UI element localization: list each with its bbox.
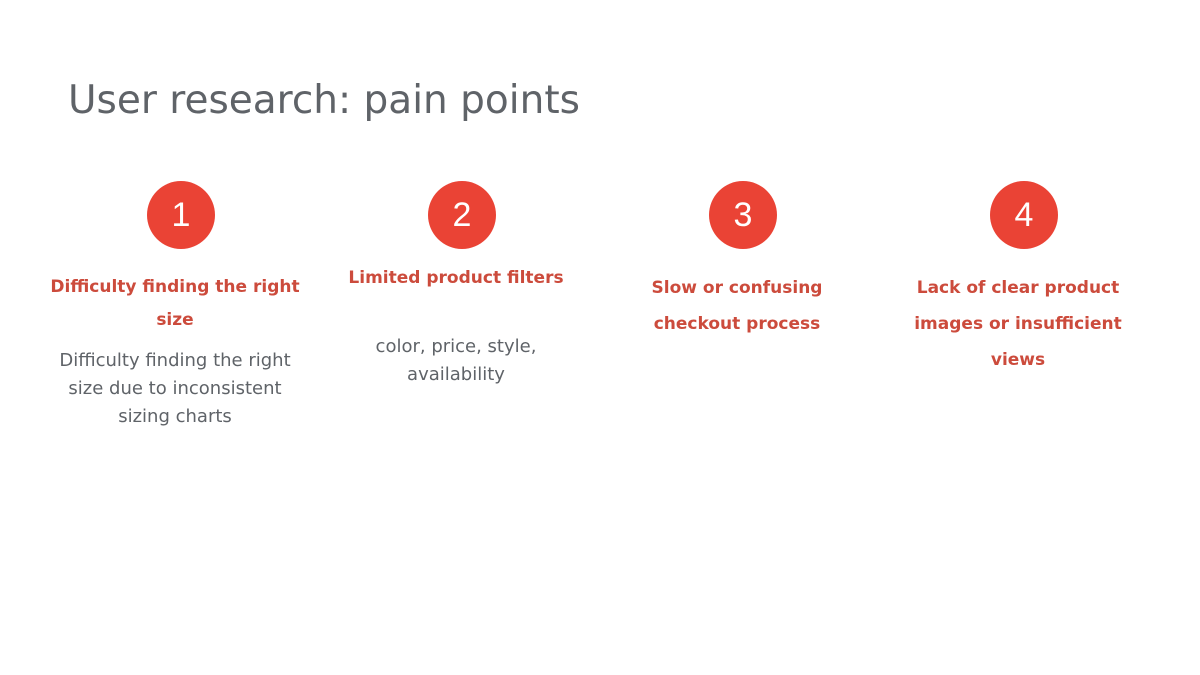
pain-point-heading-4: Lack of clear product images or insuffic… — [914, 278, 1122, 370]
pain-point-description-1: Difficulty finding the right size due to… — [59, 350, 291, 427]
pain-point-heading-2: Limited product filters — [348, 268, 564, 288]
slide-title: User research: pain points — [68, 78, 580, 123]
number-badge-4: 4 — [990, 181, 1058, 249]
number-badge-1: 1 — [147, 181, 215, 249]
number-badge-2: 2 — [428, 181, 496, 249]
pain-point-description-2: color, price, style, availability — [375, 336, 537, 385]
pain-point-heading-1: Difficulty finding the right size — [50, 277, 300, 330]
number-badge-3: 3 — [709, 181, 777, 249]
pain-point-heading-3: Slow or confusing checkout process — [651, 278, 823, 334]
